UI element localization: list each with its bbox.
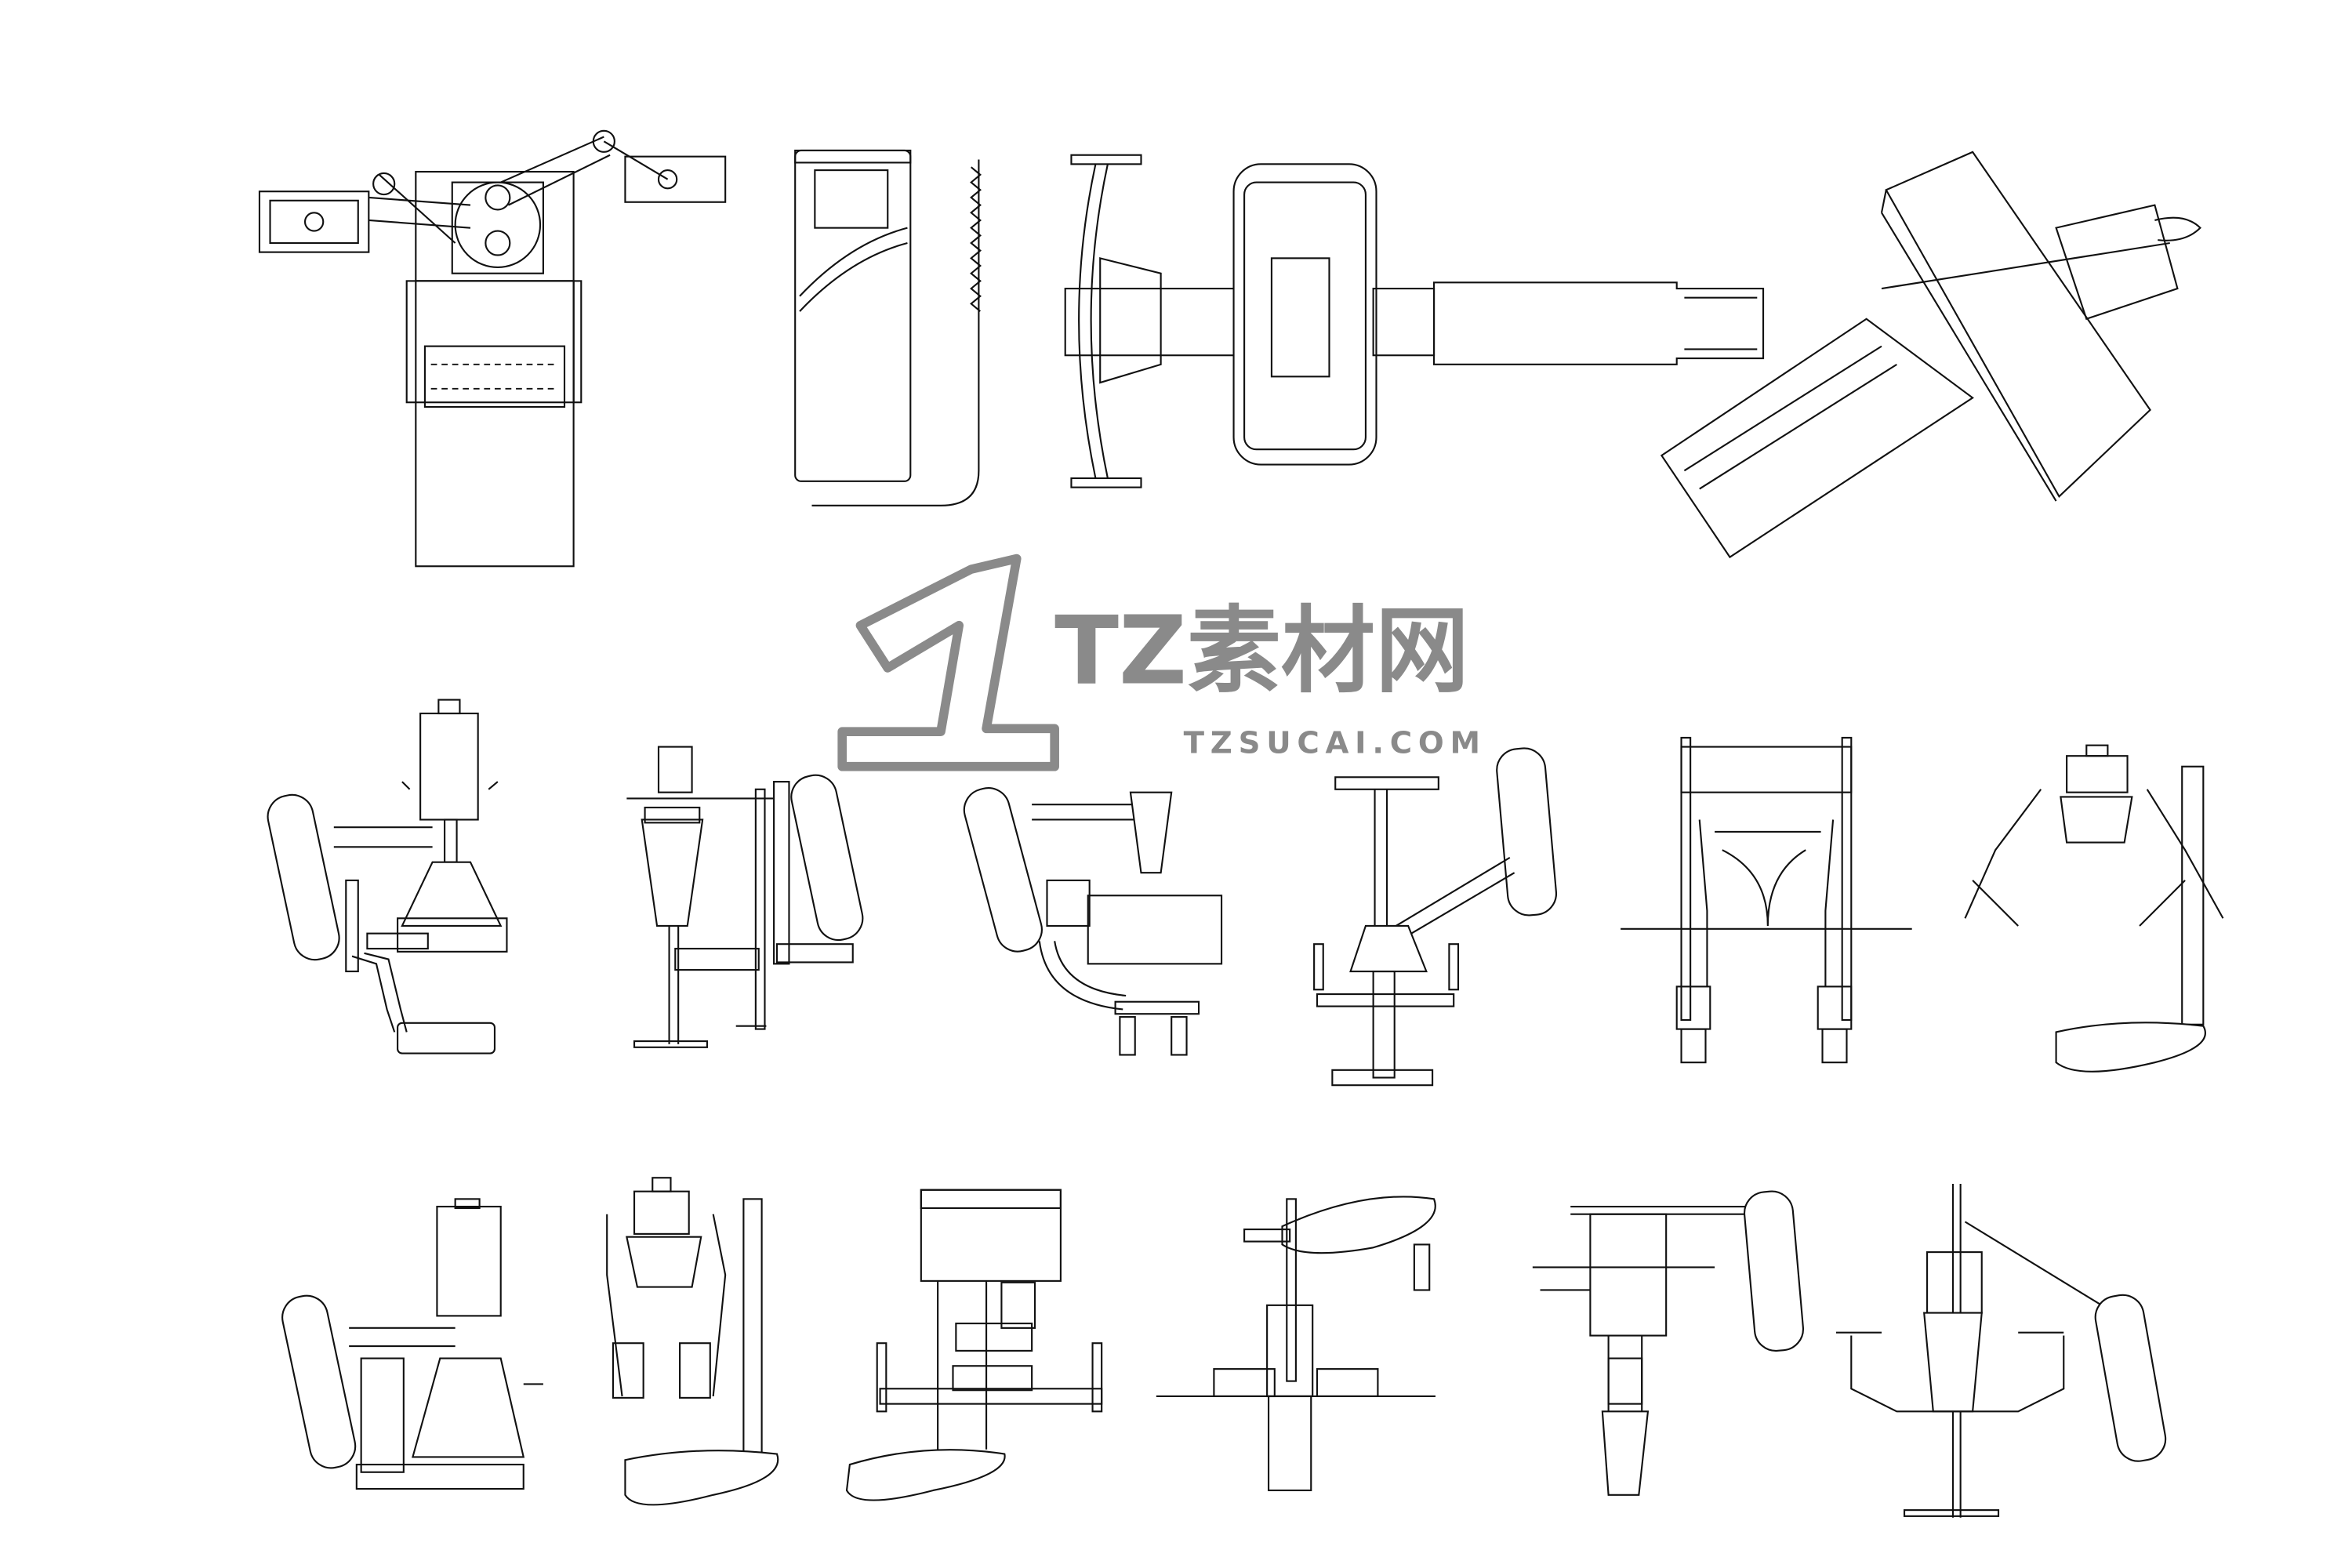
front-view-machine-12	[1835, 1184, 2167, 1518]
front-view-machine-5	[1621, 736, 1912, 1064]
front-view-machine-8	[606, 1177, 779, 1506]
watermark-url: TZSUCAI.COM	[1184, 725, 1486, 760]
top-view-angled-bench	[1660, 151, 2201, 559]
front-view-machine-9	[845, 1189, 1103, 1501]
front-view-machine-11	[1532, 1190, 1805, 1496]
side-view-machine-2	[626, 746, 864, 1048]
top-view-bench	[794, 149, 982, 506]
side-view-machine-1	[267, 699, 508, 1054]
side-view-machine-3	[963, 787, 1223, 1056]
side-view-machine-7	[281, 1198, 543, 1490]
top-view-chest-press-machine	[258, 129, 727, 568]
front-view-machine-10	[1156, 1196, 1436, 1492]
side-view-machine-4	[1313, 747, 1558, 1087]
watermark-logo	[837, 554, 1059, 771]
top-view-leg-machine	[1064, 154, 1765, 488]
front-view-machine-6	[1964, 744, 2224, 1073]
watermark-brand: TZ素材网	[1054, 597, 1469, 706]
